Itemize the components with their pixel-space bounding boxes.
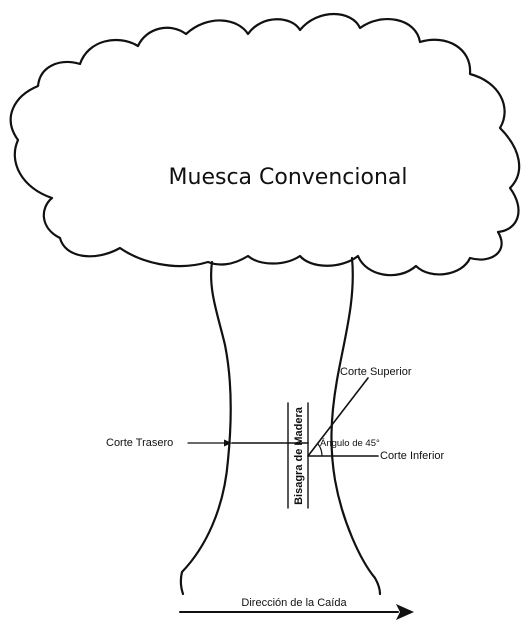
hinge-label: Bisagra de Madera <box>293 406 305 505</box>
back-cut-label: Corte Trasero <box>106 437 173 449</box>
angle-arc <box>317 443 323 457</box>
top-cut-label: Corte Superior <box>340 366 412 378</box>
bottom-cut-label: Corte Inferior <box>380 450 445 462</box>
diagram-title: Muesca Convencional <box>169 165 408 190</box>
fall-direction-label: Dirección de la Caída <box>241 597 347 609</box>
fall-direction-arrowhead <box>396 604 414 620</box>
top-cut-line <box>307 377 369 457</box>
trunk-right-edge <box>330 256 382 596</box>
back-cut-arrowhead <box>224 439 232 447</box>
trunk-left-edge <box>179 260 232 596</box>
angle-label: Ángulo de 45° <box>320 438 380 449</box>
tree-crown <box>9 12 521 277</box>
